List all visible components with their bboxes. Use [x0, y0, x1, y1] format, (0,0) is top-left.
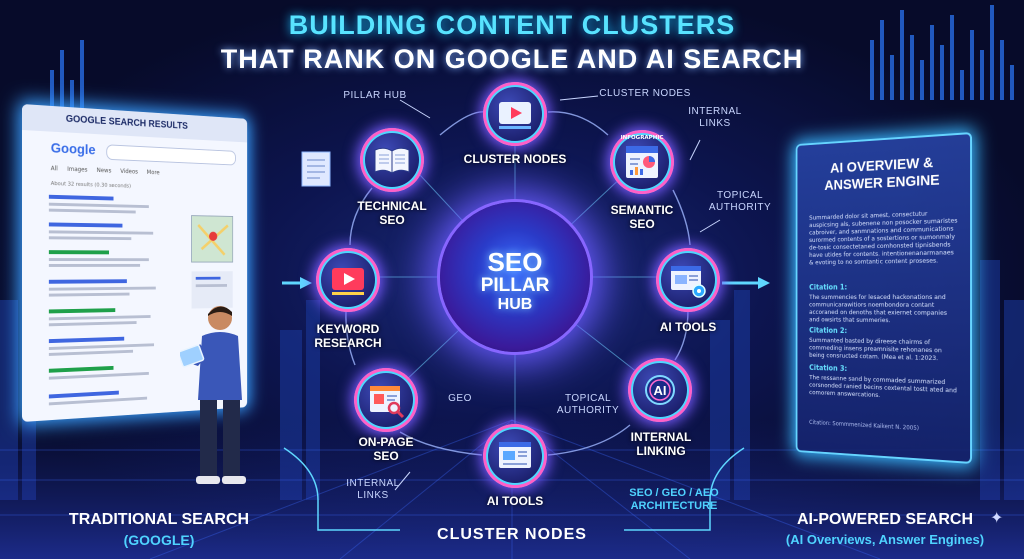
citation-2-label: Citation 2: — [809, 325, 848, 335]
label-internal-linking: INTERNAL LINKING — [604, 430, 718, 458]
tab-all[interactable]: All — [50, 165, 58, 173]
annotation-internal-links-bottom: INTERNAL LINKS — [338, 478, 408, 502]
traditional-search-sublabel: (GOOGLE) — [123, 532, 195, 548]
annotation-internal-links-top-1: INTERNAL — [688, 106, 742, 117]
result-lines — [48, 194, 241, 406]
citation-footer: Citation: Sommmenized Kaikent N. 2005) — [809, 419, 919, 432]
sparkle-icon: ✦ — [990, 508, 1004, 527]
annotation-geo: GEO — [448, 393, 472, 404]
tab-images[interactable]: Images — [67, 165, 88, 174]
label-internal-linking-2: LINKING — [636, 444, 686, 458]
label-ai-tools-bottom: AI TOOLS — [486, 494, 544, 508]
architecture-label-2: ARCHITECTURE — [630, 500, 718, 512]
node-cluster-nodes-top — [483, 82, 547, 146]
search-tabs: All Images News Videos More — [51, 165, 160, 176]
google-logo: Google — [50, 139, 96, 158]
hub-label: SEO PILLAR HUB — [440, 248, 590, 314]
label-semantic-seo-1: SEMANTIC — [610, 203, 674, 217]
label-keyword-research-2: RESEARCH — [314, 336, 382, 350]
search-input[interactable] — [106, 144, 236, 166]
annotation-topical-authority-bottom: TOPICAL AUTHORITY — [548, 393, 628, 417]
tab-news[interactable]: News — [96, 167, 112, 175]
label-on-page-seo-1: ON-PAGE — [358, 435, 414, 449]
tab-videos[interactable]: Videos — [120, 168, 138, 176]
cluster-nodes-bottom-label: CLUSTER NODES — [437, 526, 587, 543]
annotation-topical-authority-bottom-1: TOPICAL — [564, 393, 612, 404]
annotation-internal-links-top-2: LINKS — [699, 118, 731, 129]
browser-gear-icon — [671, 266, 706, 298]
seo-pillar-hub — [440, 202, 590, 352]
tablet-icon — [180, 344, 205, 368]
annotation-topical-authority-bottom-2: AUTHORITY — [556, 405, 620, 416]
label-internal-linking-1: INTERNAL — [630, 430, 692, 444]
hub-line-1: SEO — [487, 247, 543, 277]
tab-more[interactable]: More — [146, 169, 160, 177]
annotation-topical-authority-right: TOPICAL AUTHORITY — [700, 190, 780, 214]
architecture-label: SEO / GEO / AEO ARCHITECTURE — [604, 487, 744, 513]
document-icon — [301, 151, 331, 187]
ai-overview-panel: AI OVERVIEW & ANSWER ENGINE Summarded do… — [795, 132, 972, 464]
ai-chip-icon: AI — [645, 375, 675, 405]
ai-powered-search-label: AI-POWERED SEARCH — [796, 511, 973, 528]
browser-window-icon — [499, 442, 531, 468]
hub-line-2: PILLAR — [480, 275, 550, 296]
person-with-tablet — [180, 306, 246, 484]
traditional-search-label: TRADITIONAL SEARCH — [68, 511, 250, 528]
svg-text:AI: AI — [654, 383, 667, 398]
citation-3-text: The ressanne sand by commaded summarized… — [809, 373, 957, 399]
node-on-page-seo — [354, 368, 418, 432]
annotation-internal-links-bottom-1: INTERNAL — [346, 478, 400, 489]
annotation-topical-authority-right-1: TOPICAL — [716, 190, 764, 201]
citation-1-text: The summencies for lesaced hackonations … — [809, 293, 948, 325]
google-results-browser: GOOGLE SEARCH RESULTS Google All Images … — [22, 104, 248, 422]
open-book-icon — [374, 147, 410, 174]
annotation-cluster-nodes: CLUSTER NODES — [599, 88, 691, 99]
results-stats: About 32 results (0.30 seconds) — [50, 180, 132, 190]
video-play-icon — [332, 268, 364, 295]
label-semantic-seo-2: SEO — [629, 217, 655, 231]
label-on-page-seo-2: SEO — [373, 449, 399, 463]
label-technical-seo: TECHNICAL SEO — [334, 199, 450, 227]
map-thumbnail — [192, 216, 233, 262]
title-line-2: THAT RANK ON GOOGLE AND AI SEARCH — [220, 44, 804, 74]
node-semantic-seo — [610, 130, 674, 194]
label-cluster-nodes-top: CLUSTER NODES — [463, 152, 567, 166]
citation-1-label: Citation 1: — [809, 282, 848, 292]
node-ai-tools-right — [656, 248, 720, 312]
label-technical-seo-1: TECHNICAL — [357, 199, 427, 213]
video-play-icon — [499, 102, 531, 129]
label-keyword-research: KEYWORD RESEARCH — [292, 322, 404, 350]
ai-powered-search-sublabel: (AI Overviews, Answer Engines) — [785, 532, 985, 547]
browser-search-icon — [370, 386, 405, 419]
label-ai-tools-right: AI TOOLS — [659, 320, 717, 334]
ai-panel-title: AI OVERVIEW & ANSWER ENGINE — [796, 152, 972, 196]
annotation-pillar-hub: PILLAR HUB — [343, 90, 407, 101]
label-keyword-research-1: KEYWORD — [316, 322, 380, 336]
ai-summary-text: Summarded dolor sit amest, consectutur a… — [809, 209, 958, 267]
label-semantic-seo: SEMANTIC SEO — [585, 203, 699, 231]
annotation-topical-authority-right-2: AUTHORITY — [708, 202, 772, 213]
node-technical-seo — [360, 128, 424, 192]
node-keyword-research — [316, 248, 380, 312]
citation-2-text: Summanted basted by direese chairms of c… — [809, 336, 942, 363]
architecture-label-1: SEO / GEO / AEO — [629, 487, 719, 499]
node-internal-linking: AI — [628, 358, 692, 422]
label-on-page-seo: ON-PAGE SEO — [330, 435, 442, 463]
infographic-icon — [626, 146, 658, 178]
hub-line-3: HUB — [497, 296, 533, 313]
label-technical-seo-2: SEO — [379, 213, 405, 227]
citation-3-label: Citation 3: — [809, 363, 848, 373]
annotation-internal-links-top: INTERNAL LINKS — [680, 106, 750, 130]
annotation-internal-links-bottom-2: LINKS — [357, 490, 389, 501]
title-line-1: BUILDING CONTENT CLUSTERS — [288, 10, 736, 40]
infographic-badge: INFOGRAPHIC — [620, 135, 664, 141]
node-ai-tools-bottom — [483, 424, 547, 488]
